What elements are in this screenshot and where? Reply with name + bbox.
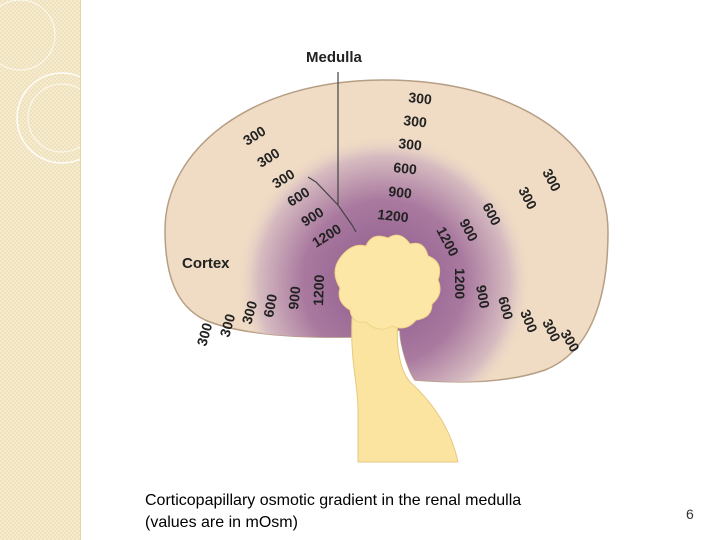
osmolality-column-top: 300 300 300 600 900 1200 [377,89,433,225]
osmolality-column-lower-left: 300 300 300 600 900 1200 [194,274,328,348]
osmolality-value: 1200 [310,274,327,306]
cortex-label: Cortex [182,255,230,272]
osmolality-value: 1200 [452,268,468,299]
figure-caption: Corticopapillary osmotic gradient in the… [145,490,615,534]
decorative-side-panel [0,0,81,540]
page-number: 6 [686,506,694,522]
osmolality-value: 300 [239,299,261,326]
renal-pelvis [334,234,441,330]
osmolality-value: 600 [260,293,280,319]
decorative-circles [0,0,80,164]
ureter [351,317,459,463]
osmolality-value: 300 [408,89,433,107]
medulla-bracket [307,176,357,233]
osmolality-value: 300 [398,135,423,153]
osmolality-value: 900 [285,285,303,310]
osmolality-value: 600 [495,295,517,322]
osmolality-value: 900 [388,183,413,201]
osmolality-value: 300 [217,312,239,339]
osmolality-value: 1200 [377,206,410,225]
caption-line: (values are in mOsm) [145,514,298,531]
osmolality-value: 300 [194,321,216,348]
osmolality-value: 300 [403,112,428,130]
medulla-label: Medulla [306,49,362,66]
osmolality-value: 900 [473,284,493,310]
osmolality-value: 600 [393,159,418,177]
caption-line: Corticopapillary osmotic gradient in the… [145,492,522,509]
